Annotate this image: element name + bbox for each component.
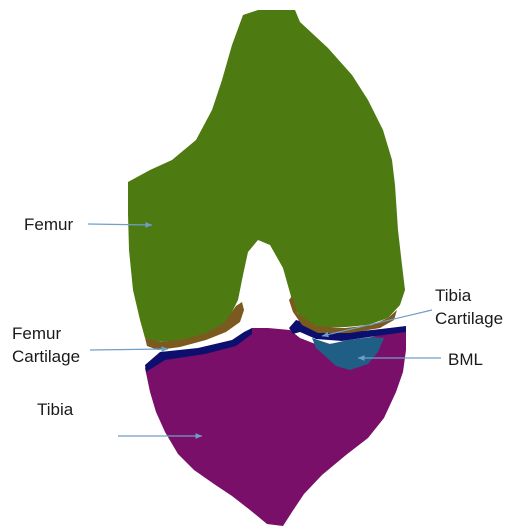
tibia-cartilage-label-line-2: Cartilage xyxy=(435,307,503,330)
femur-cartilage-label-line-1: Femur xyxy=(12,322,80,345)
femur-region xyxy=(128,10,405,342)
tibia-label: Tibia xyxy=(37,398,73,421)
femur-label: Femur xyxy=(24,213,73,236)
femur-cartilage-label: Femur Cartilage xyxy=(12,322,80,368)
femur-cartilage-label-line-2: Cartilage xyxy=(12,345,80,368)
bml-label: BML xyxy=(448,348,483,371)
tibia-cartilage-label-line-1: Tibia xyxy=(435,284,503,307)
femur-cartilage-leader-arrow xyxy=(90,349,168,350)
tibia-cartilage-label: Tibia Cartilage xyxy=(435,284,503,330)
